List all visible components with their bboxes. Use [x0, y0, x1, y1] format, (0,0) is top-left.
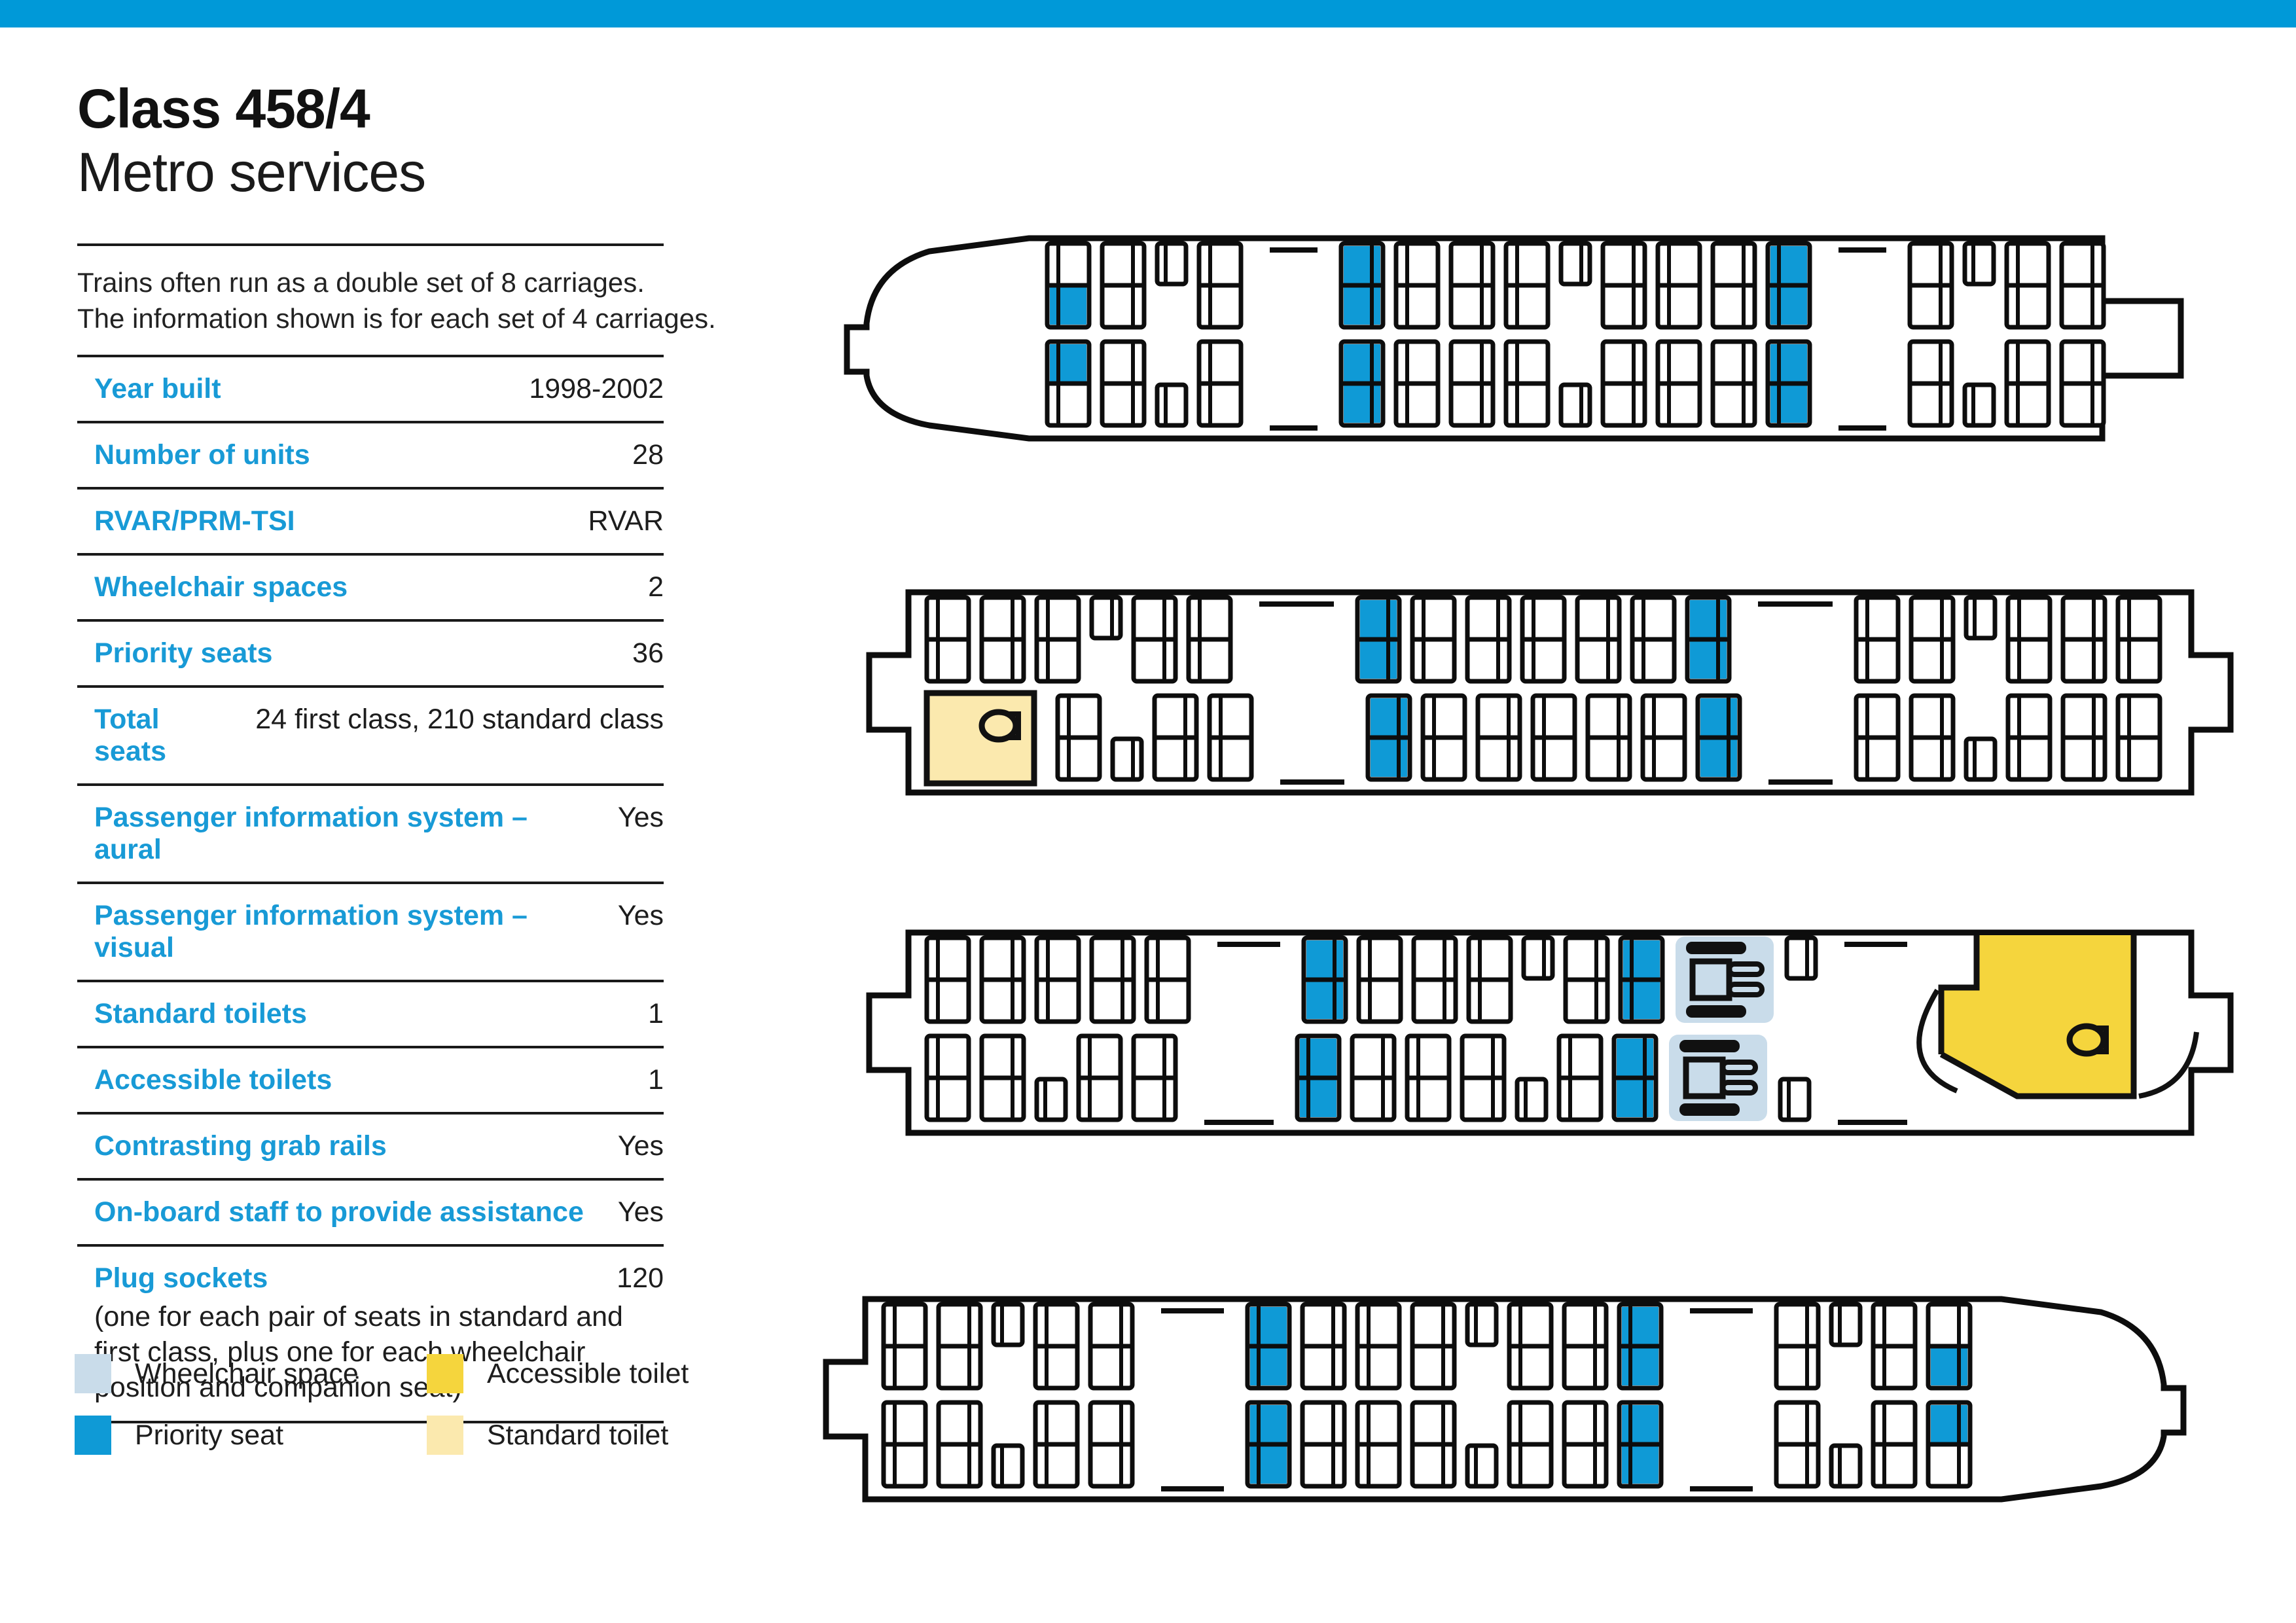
spec-row: On-board staff to provide assistance Yes	[77, 1178, 664, 1244]
spec-value: Yes	[617, 802, 664, 833]
wheelchair-icon	[1679, 1040, 1758, 1116]
spec-value: Yes	[617, 1130, 664, 1162]
spec-label: Total seats	[94, 704, 166, 767]
top-accent-bar	[0, 0, 2296, 27]
spec-label: Plug sockets	[94, 1262, 268, 1294]
spec-row: Passenger information system – visual Yes	[77, 882, 664, 980]
spec-label: Standard toilets	[94, 998, 307, 1029]
standard_toilet-swatch	[427, 1416, 463, 1455]
spec-label: Priority seats	[94, 637, 273, 669]
carriage-diagram-2	[866, 589, 2234, 796]
wheelchair_space-swatch	[75, 1354, 111, 1393]
carriage-1-outline	[844, 235, 2184, 442]
spec-note: (one for each pair of seats in standard …	[94, 1301, 623, 1403]
toilet-icon	[978, 709, 1021, 743]
legend-item-priority_seat: Priority seat	[75, 1404, 427, 1466]
spec-value: 1	[648, 1064, 664, 1096]
service-subtitle: Metro services	[77, 141, 426, 204]
spec-value: RVAR	[588, 505, 664, 537]
accessible_toilet-swatch	[427, 1354, 463, 1393]
legend-label: Standard toilet	[487, 1419, 669, 1451]
spec-row: Plug sockets 120 (one for each pair of sea…	[77, 1244, 664, 1421]
spec-label: Contrasting grab rails	[94, 1130, 387, 1162]
legend-label: Accessible toilet	[487, 1357, 689, 1389]
spec-row: Passenger information system – aural Yes	[77, 783, 664, 882]
spec-row: Year built 1998-2002	[77, 355, 664, 421]
intro-text: Trains often run as a double set of 8 ca…	[77, 264, 732, 337]
carriage-4-outline	[823, 1296, 2187, 1503]
carriage-diagram-4	[823, 1296, 2187, 1503]
spec-label: On-board staff to provide assistance	[94, 1196, 584, 1228]
spec-label: RVAR/PRM-TSI	[94, 505, 295, 537]
spec-row: Accessible toilets 1	[77, 1046, 664, 1112]
title-divider	[77, 243, 664, 246]
standard-toilet	[924, 690, 1037, 787]
spec-row: Total seats 24 first class, 210 standard …	[77, 685, 664, 783]
legend-item-accessible_toilet: Accessible toilet	[427, 1343, 689, 1404]
spec-value: 2	[648, 571, 664, 603]
spec-row: RVAR/PRM-TSI RVAR	[77, 487, 664, 553]
spec-value: 28	[632, 439, 664, 471]
spec-value: 24 first class, 210 standard class	[255, 704, 664, 735]
spec-value: Yes	[617, 900, 664, 931]
spec-label: Year built	[94, 373, 221, 404]
carriage-2-outline	[866, 589, 2234, 796]
spec-value: Yes	[617, 1196, 664, 1228]
priority_seat-swatch	[75, 1416, 111, 1455]
wheelchair-space	[1669, 1035, 1767, 1121]
spec-value: 1998-2002	[529, 373, 664, 404]
accessible-toilet	[1916, 935, 2199, 1099]
spec-row: Number of units 28	[77, 421, 664, 487]
spec-label: Passenger information system – visual	[94, 900, 528, 963]
legend-label: Wheelchair space	[135, 1357, 359, 1389]
intro-line-2: The information shown is for each set of…	[77, 303, 716, 334]
carriage-3-outline	[866, 929, 2234, 1136]
class-title: Class 458/4	[77, 78, 370, 139]
spec-value: 1	[648, 998, 664, 1029]
page-title: Class 458/4 Metro services	[77, 77, 426, 205]
wheelchair-icon	[1686, 942, 1765, 1018]
wheelchair-space	[1676, 936, 1774, 1023]
toilet-icon	[2066, 1023, 2109, 1057]
carriage-diagram-3	[866, 929, 2234, 1136]
spec-value: 36	[632, 637, 664, 669]
spec-row: Wheelchair spaces 2	[77, 553, 664, 619]
legend-item-wheelchair_space: Wheelchair space	[75, 1343, 427, 1404]
carriage-diagram-1	[844, 235, 2184, 442]
spec-label: Accessible toilets	[94, 1064, 332, 1096]
intro-line-1: Trains often run as a double set of 8 ca…	[77, 267, 645, 298]
spec-value: 120	[617, 1262, 664, 1294]
legend-item-standard_toilet: Standard toilet	[427, 1404, 689, 1466]
legend-label: Priority seat	[135, 1419, 284, 1451]
spec-row: Standard toilets 1	[77, 980, 664, 1046]
spec-label: Number of units	[94, 439, 310, 471]
spec-row: Priority seats 36	[77, 619, 664, 685]
spec-label: Passenger information system – aural	[94, 802, 528, 865]
spec-row: Contrasting grab rails Yes	[77, 1112, 664, 1178]
spec-label: Wheelchair spaces	[94, 571, 348, 603]
